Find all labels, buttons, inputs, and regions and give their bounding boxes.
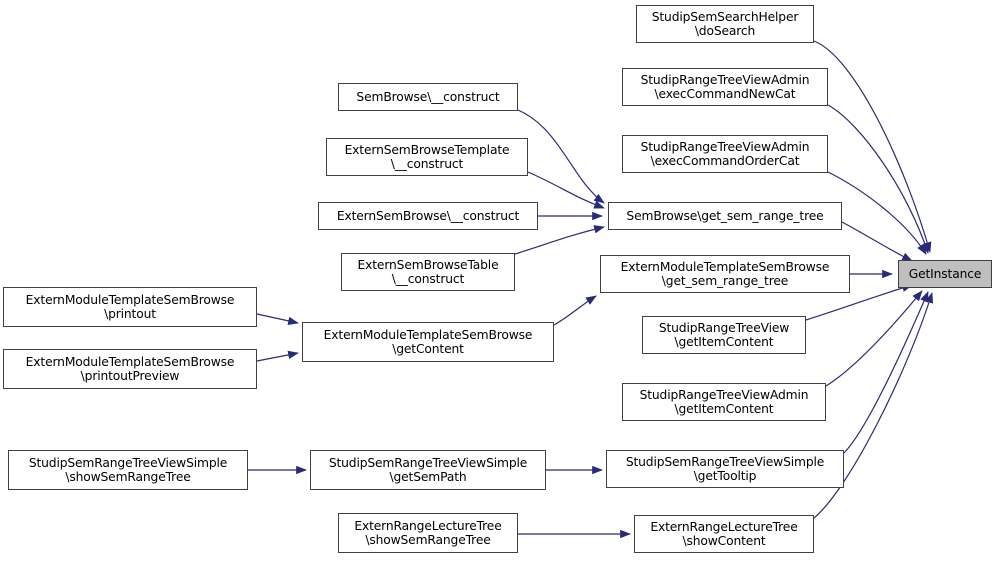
graph-node[interactable]: StudipSemSearchHelper \doSearch [636,5,814,43]
graph-edge [256,313,299,325]
graph-node-label: ExternModuleTemplateSemBrowse \printoutP… [25,355,235,383]
graph-node[interactable]: StudipRangeTreeViewAdmin \execCommandOrd… [622,135,828,173]
graph-node[interactable]: ExternModuleTemplateSemBrowse \getConten… [302,322,554,362]
graph-edge [841,221,913,262]
graph-node[interactable]: StudipRangeTreeViewAdmin \getItemContent [622,383,826,421]
graph-node-label: ExternRangeLectureTree \showContent [650,520,798,548]
graph-node-label: SemBrowse\__construct [356,90,500,104]
graph-node-label: StudipSemRangeTreeViewSimple \showSemRan… [28,456,228,484]
graph-node[interactable]: ExternModuleTemplateSemBrowse \printout [3,287,257,327]
graph-edge [553,295,597,326]
graph-node-label: ExternSemBrowseTable \__construct [357,258,499,286]
graph-node-label: ExternModuleTemplateSemBrowse \getConten… [323,328,533,356]
graph-node-label: StudipRangeTreeViewAdmin \getItemContent [639,388,809,416]
graph-node[interactable]: ExternSemBrowseTemplate \__construct [326,138,528,176]
graph-node-label: StudipSemSearchHelper \doSearch [651,10,799,38]
graph-node[interactable]: StudipSemRangeTreeViewSimple \getSemPath [310,450,546,490]
graph-node-label: SemBrowse\get_sem_range_tree [626,209,824,223]
graph-edge [527,171,605,209]
graph-node[interactable]: ExternSemBrowse\__construct [318,202,538,230]
graph-node[interactable]: StudipRangeTreeViewAdmin \execCommandNew… [622,68,828,106]
graph-node-label: StudipRangeTreeViewAdmin \execCommandOrd… [640,140,810,168]
graph-node[interactable]: StudipSemRangeTreeViewSimple \getTooltip [606,450,844,488]
graph-node-label: StudipRangeTreeViewAdmin \execCommandNew… [640,73,810,101]
graph-node[interactable]: SemBrowse\get_sem_range_tree [608,202,842,230]
graph-node[interactable]: ExternModuleTemplateSemBrowse \get_sem_r… [600,255,850,293]
graph-node[interactable]: ExternRangeLectureTree \showContent [634,515,814,553]
graph-node-label: ExternSemBrowse\__construct [336,209,520,223]
graph-node-label: StudipSemRangeTreeViewSimple \getTooltip [625,455,825,483]
graph-edge [843,291,929,454]
graph-node[interactable]: ExternModuleTemplateSemBrowse \printoutP… [3,349,257,389]
graph-node[interactable]: StudipRangeTreeView \getItemContent [642,316,806,354]
graph-edge [827,104,929,254]
graph-node-label: StudipSemRangeTreeViewSimple \getSemPath [328,456,528,484]
graph-edge [517,109,605,204]
graph-node-label: StudipRangeTreeView \getItemContent [658,321,790,349]
graph-node-label: ExternSemBrowseTemplate \__construct [344,143,510,171]
graph-edge [825,290,923,387]
graph-edge [827,171,927,255]
graph-node-label: ExternRangeLectureTree \showSemRangeTree [354,519,502,547]
graph-node[interactable]: ExternRangeLectureTree \showSemRangeTree [338,513,518,553]
graph-node[interactable]: ExternSemBrowseTable \__construct [341,253,515,291]
graph-edge [514,225,605,255]
graph-node-label: ExternModuleTemplateSemBrowse \printout [25,293,235,321]
graph-edge [256,350,299,362]
graph-node-label: ExternModuleTemplateSemBrowse \get_sem_r… [620,260,830,288]
graph-node[interactable]: GetInstance [898,260,992,288]
graph-node[interactable]: SemBrowse\__construct [338,83,518,111]
graph-node[interactable]: StudipSemRangeTreeViewSimple \showSemRan… [8,450,248,490]
graph-node-label: GetInstance [908,267,982,281]
